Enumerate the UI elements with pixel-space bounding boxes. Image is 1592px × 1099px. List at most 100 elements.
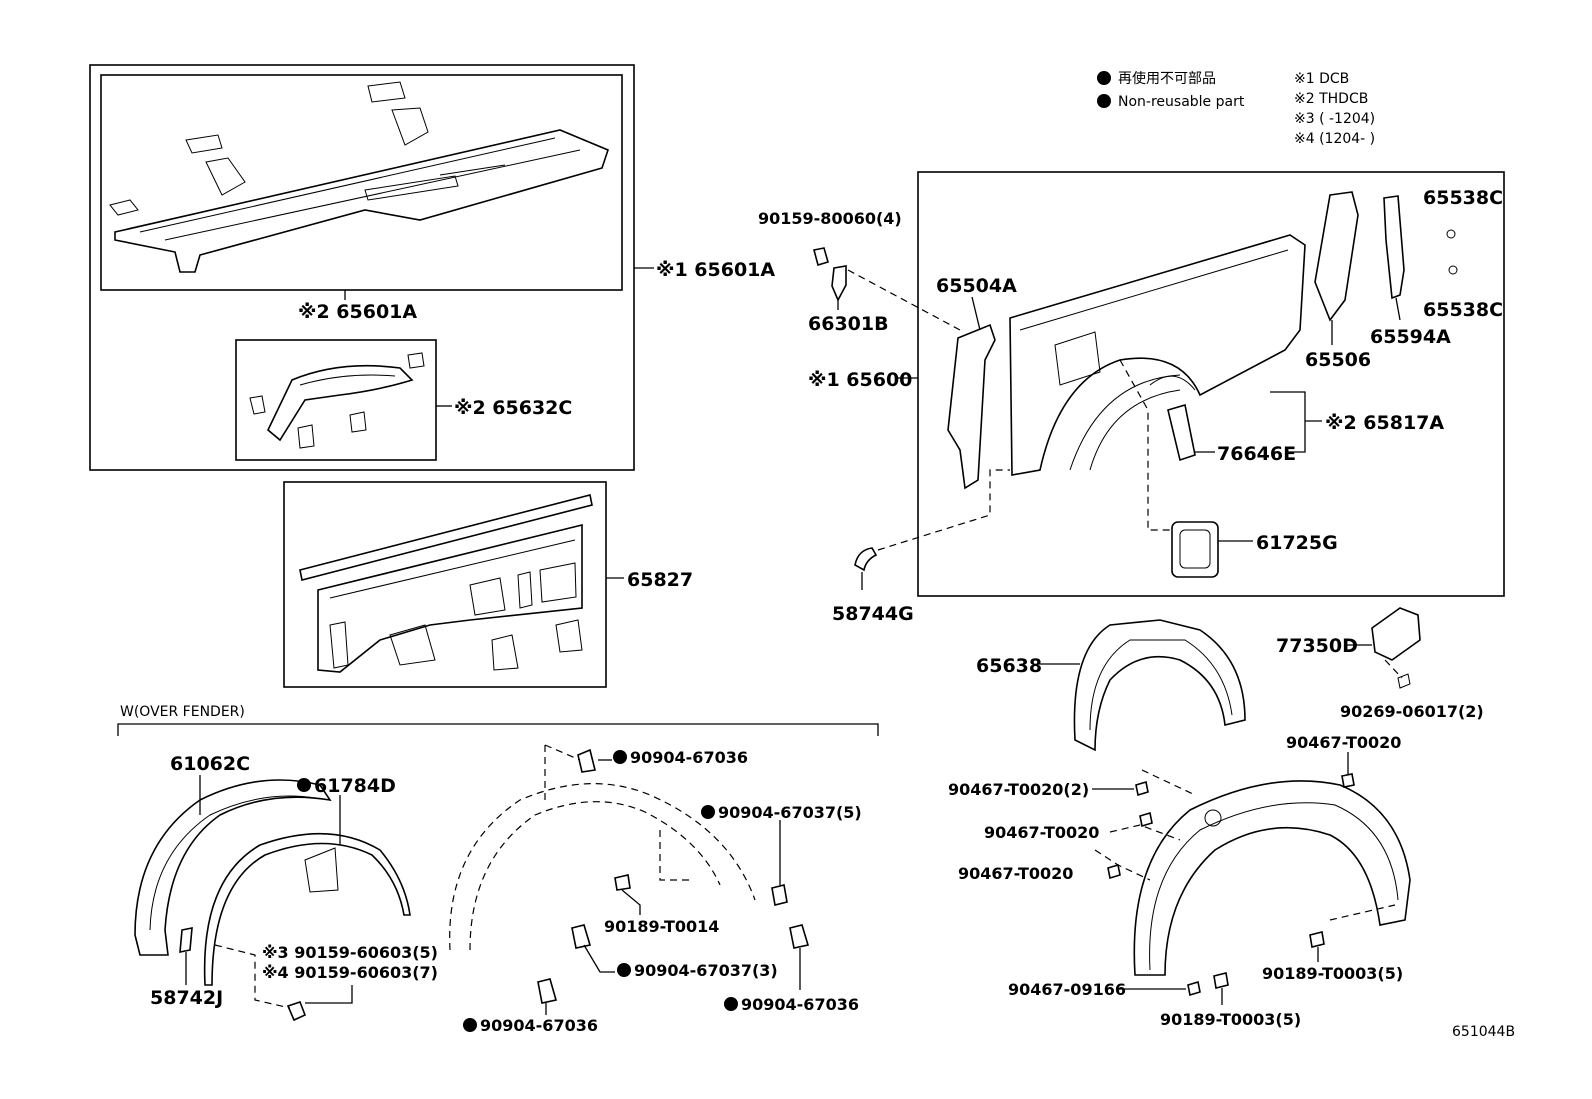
clip-90159-60603-icon [286,1000,307,1022]
fender-liner [1133,780,1411,976]
pillar-65504A [947,323,996,490]
fender-liner-group: 90467-T0020 90467-T0020(2) 90467-T0020 9… [948,733,1411,1029]
label-61062C: 61062C [170,753,250,775]
clip-65538C-bottom-icon [1448,265,1458,275]
seal-58742J [179,927,193,953]
side-panel-details [1019,249,1289,391]
non-reusable-dot-icon [1097,71,1111,85]
label-76646E: 76646E [1217,443,1296,465]
label-65538C-b: 65538C [1423,299,1503,321]
legend: 再使用不可部品 Non-reusable part ※1 DCB ※2 THDC… [1097,70,1375,147]
side-panel-group: 65504A 65506 65594A 65538C 65538C 76646E… [808,171,1505,597]
label-58744G: 58744G [832,603,914,625]
legend-en: Non-reusable part [1118,94,1245,110]
label-65504A: 65504A [936,275,1017,297]
label-90189-T0003-5b: 90189-T0003(5) [1160,1010,1301,1029]
hinge-66301B [831,265,847,302]
label-90467-T0020-top: 90467-T0020 [1286,733,1401,752]
bolts-66301B: 90159-80060(4) 66301B [758,209,961,335]
label-90904-67037-5: 90904-67037(5) [718,803,862,822]
frame-65632C [235,339,437,461]
non-reusable-dot-icon [463,1018,477,1032]
frame-65827 [283,481,607,688]
clip-58744G-icon [854,547,878,572]
deck-floor-ribs [139,137,581,241]
non-reusable-dot-icon [297,778,311,792]
label-90189-T0003-5a: 90189-T0003(5) [1262,964,1403,983]
fuel-lid-77350D-body [1371,607,1421,661]
section-bracket [117,723,879,736]
label-65827: 65827 [627,569,693,591]
label-65601A-1: ※1 65601A [656,259,775,281]
clip-90189-T0003-a-icon [1309,931,1325,948]
section-title: W(OVER FENDER) [120,704,245,720]
non-reusable-dot-icon [613,750,627,764]
label-90904-67036-a: 90904-67036 [630,748,748,767]
label-65594A: 65594A [1370,326,1451,348]
legend-note-4: ※4 (1204- ) [1294,131,1375,147]
front-panel-body [317,523,583,673]
clip-90189-T0014-icon [614,874,631,891]
label-90159-80060: 90159-80060(4) [758,209,902,228]
label-90189-T0014: 90189-T0014 [604,917,719,936]
figure-id: 651044B [1452,1024,1515,1040]
deck-floor-group: ※1 65601A ※2 65601A ※2 65632C [89,64,775,471]
label-90904-67037-3: 90904-67037(3) [634,961,778,980]
label-65817A: ※2 65817A [1325,412,1444,434]
label-65638: 65638 [976,655,1042,677]
pillar-65594A [1383,195,1405,300]
label-65601A-2: ※2 65601A [298,301,417,323]
label-65600: ※1 65600 [808,369,912,391]
non-reusable-dot-icon [617,963,631,977]
fuel-lid-77350D: 77350D 90269-06017(2) [1276,607,1484,721]
side-panel [1009,234,1306,476]
pillar-65506 [1314,191,1359,322]
front-panel-brackets [389,619,583,671]
deck-bracket-small [109,199,139,216]
label-58742J: 58742J [150,987,223,1009]
clip-90467-T0020-b-icon [1139,811,1153,828]
front-panel-group: 65827 [283,481,693,688]
label-90904-67036-c: 90904-67036 [480,1016,598,1035]
fuel-box-61725G [1171,521,1219,578]
clip-90904-67037-5-icon [771,884,788,906]
label-90467-T0020-b: 90467-T0020 [984,823,1099,842]
front-panel-top-rail [299,494,593,581]
mud-guard-65638: 65638 [976,619,1246,752]
fender-61062C [134,779,332,956]
front-panel-ribs [329,539,577,669]
side-panel-arch [1069,374,1181,471]
label-90467-T0020-2: 90467-T0020(2) [948,780,1089,799]
screw-90269-icon [1397,673,1411,689]
deck-bracket-right [367,81,429,146]
clip-90904-67036-a-icon [577,748,596,773]
clip-65538C-top-icon [1446,229,1456,239]
legend-note-3: ※3 ( -1204) [1294,111,1375,127]
wheel-house-reinforcement [267,364,414,442]
clip-90904-67036-c-icon [537,978,558,1004]
wheel-house-brackets [249,352,425,449]
label-61725G: 61725G [1256,532,1338,554]
label-65506: 65506 [1305,349,1371,371]
moulding-61784D [203,832,411,986]
clip-90467-09166-icon [1187,980,1201,997]
non-reusable-dot-icon [1097,94,1111,108]
clip-90904-67036-b-icon [789,924,810,949]
bolt-90159-80060-icon [813,247,829,267]
legend-jp: 再使用不可部品 [1118,70,1216,87]
moulding-bracket [304,847,339,893]
clip-90189-T0003-b-icon [1213,972,1229,989]
clip-58744G: 58744G [832,469,1010,625]
bracket-76646E [1167,403,1196,462]
label-90904-67036-b: 90904-67036 [741,995,859,1014]
clip-90467-T0020-c-icon [1107,863,1121,880]
inner-frame-deck [100,74,623,291]
legend-note-1: ※1 DCB [1294,71,1349,87]
label-77350D: 77350D [1276,635,1358,657]
label-65632C: ※2 65632C [454,397,572,419]
clip-90467-T0020-top-icon [1341,773,1355,788]
label-90269: 90269-06017(2) [1340,702,1484,721]
deck-floor-panel [114,129,609,273]
label-90467-T0020-c: 90467-T0020 [958,864,1073,883]
